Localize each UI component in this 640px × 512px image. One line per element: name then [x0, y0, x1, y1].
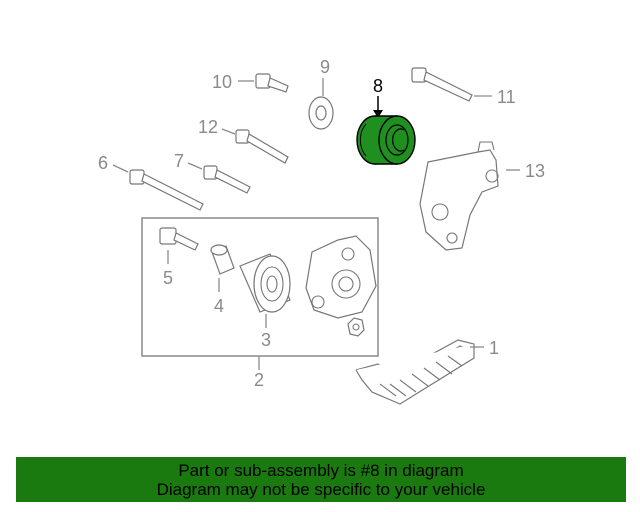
callout-9: 9: [320, 57, 330, 77]
callout-8-arrowhead: [373, 110, 383, 118]
callout-2: 2: [254, 370, 264, 390]
callout-7: 7: [174, 151, 184, 171]
part-13-bracket[interactable]: [419, 141, 499, 251]
part-3-pulley[interactable]: [239, 253, 291, 313]
callout-6-line: [112, 164, 129, 173]
part-11-bolt[interactable]: [411, 67, 473, 102]
sub-assembly-2-box: [141, 217, 379, 357]
callout-8: 8: [373, 76, 383, 96]
info-banner: Part or sub-assembly is #8 in diagram Di…: [16, 457, 626, 502]
callout-11: 11: [497, 87, 516, 107]
callout-1: 1: [489, 338, 499, 358]
banner-line-1: Part or sub-assembly is #8 in diagram: [178, 460, 464, 480]
callout-13: 13: [525, 161, 545, 181]
part-10-bolt[interactable]: [255, 73, 289, 93]
part-7-bolt[interactable]: [203, 165, 251, 194]
callout-12-line: [221, 128, 236, 135]
part-6-bolt[interactable]: [129, 169, 204, 211]
part-5-bolt[interactable]: [159, 227, 199, 251]
part-1-belt[interactable]: [355, 339, 475, 405]
callout-6: 6: [98, 153, 108, 173]
callout-10: 10: [212, 72, 232, 92]
part-4-collar[interactable]: [210, 244, 235, 275]
parts-diagram: 10 9 8 11 12 7 6: [98, 57, 545, 405]
callout-12: 12: [198, 117, 218, 137]
part-9-washer[interactable]: [308, 96, 334, 130]
callout-5: 5: [163, 268, 173, 288]
tensioner-housing[interactable]: [305, 235, 377, 319]
part-8-pulley[interactable]: [356, 115, 416, 165]
callout-7-line: [187, 162, 203, 170]
nut[interactable]: [347, 317, 365, 337]
callout-3: 3: [261, 330, 271, 350]
callout-4: 4: [214, 296, 224, 316]
banner-line-2: Diagram may not be specific to your vehi…: [156, 479, 486, 499]
part-12-bolt[interactable]: [235, 129, 289, 164]
